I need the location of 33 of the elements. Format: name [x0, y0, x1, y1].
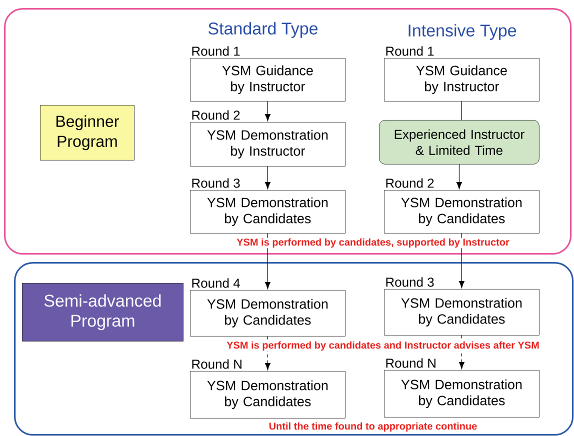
step-box: YSM Demonstration by Instructor — [190, 122, 346, 166]
step-box: YSM Guidance by Instructor — [384, 58, 540, 102]
round-label: Round N — [192, 359, 242, 369]
round-label: Round 2 — [386, 178, 434, 188]
step-box: YSM Demonstration by Candidates — [190, 371, 346, 418]
step-box: YSM Demonstration by Candidates — [384, 289, 540, 336]
arrow — [264, 166, 270, 190]
column-heading: Standard Type — [208, 22, 318, 38]
arrow — [264, 336, 270, 370]
round-label: Round 4 — [192, 278, 240, 288]
program-box: Beginner Program — [40, 105, 134, 160]
arrow — [456, 164, 462, 190]
round-label: Round 1 — [192, 46, 240, 56]
note-text: Until the time found to appropriate continue — [268, 422, 478, 432]
round-label: Round N — [386, 358, 436, 368]
round-label: Round 3 — [386, 277, 434, 287]
step-box: YSM Guidance by Instructor — [190, 58, 346, 102]
note-text: YSM is performed by candidates, supported by Instructor — [236, 238, 510, 248]
step-box: YSM Demonstration by Candidates — [190, 290, 346, 336]
note-text: YSM is performed by candidates and Instructor advises after YSM — [226, 340, 540, 352]
panel-frame — [4, 8, 572, 255]
round-label: Round 2 — [192, 110, 240, 120]
step-box: YSM Demonstration by Candidates — [384, 190, 540, 234]
column-heading: Intensive Type — [408, 24, 516, 40]
arrow — [458, 335, 464, 370]
step-box: YSM Demonstration by Candidates — [384, 370, 540, 418]
program-box: Semi-advanced Program — [22, 283, 184, 342]
panel-frame — [14, 262, 574, 436]
condition-box: Experienced Instructor & Limited Time — [379, 120, 540, 164]
step-box: YSM Demonstration by Candidates — [190, 190, 346, 234]
arrow — [264, 101, 270, 122]
round-label: Round 3 — [192, 178, 240, 188]
round-label: Round 1 — [386, 46, 434, 56]
